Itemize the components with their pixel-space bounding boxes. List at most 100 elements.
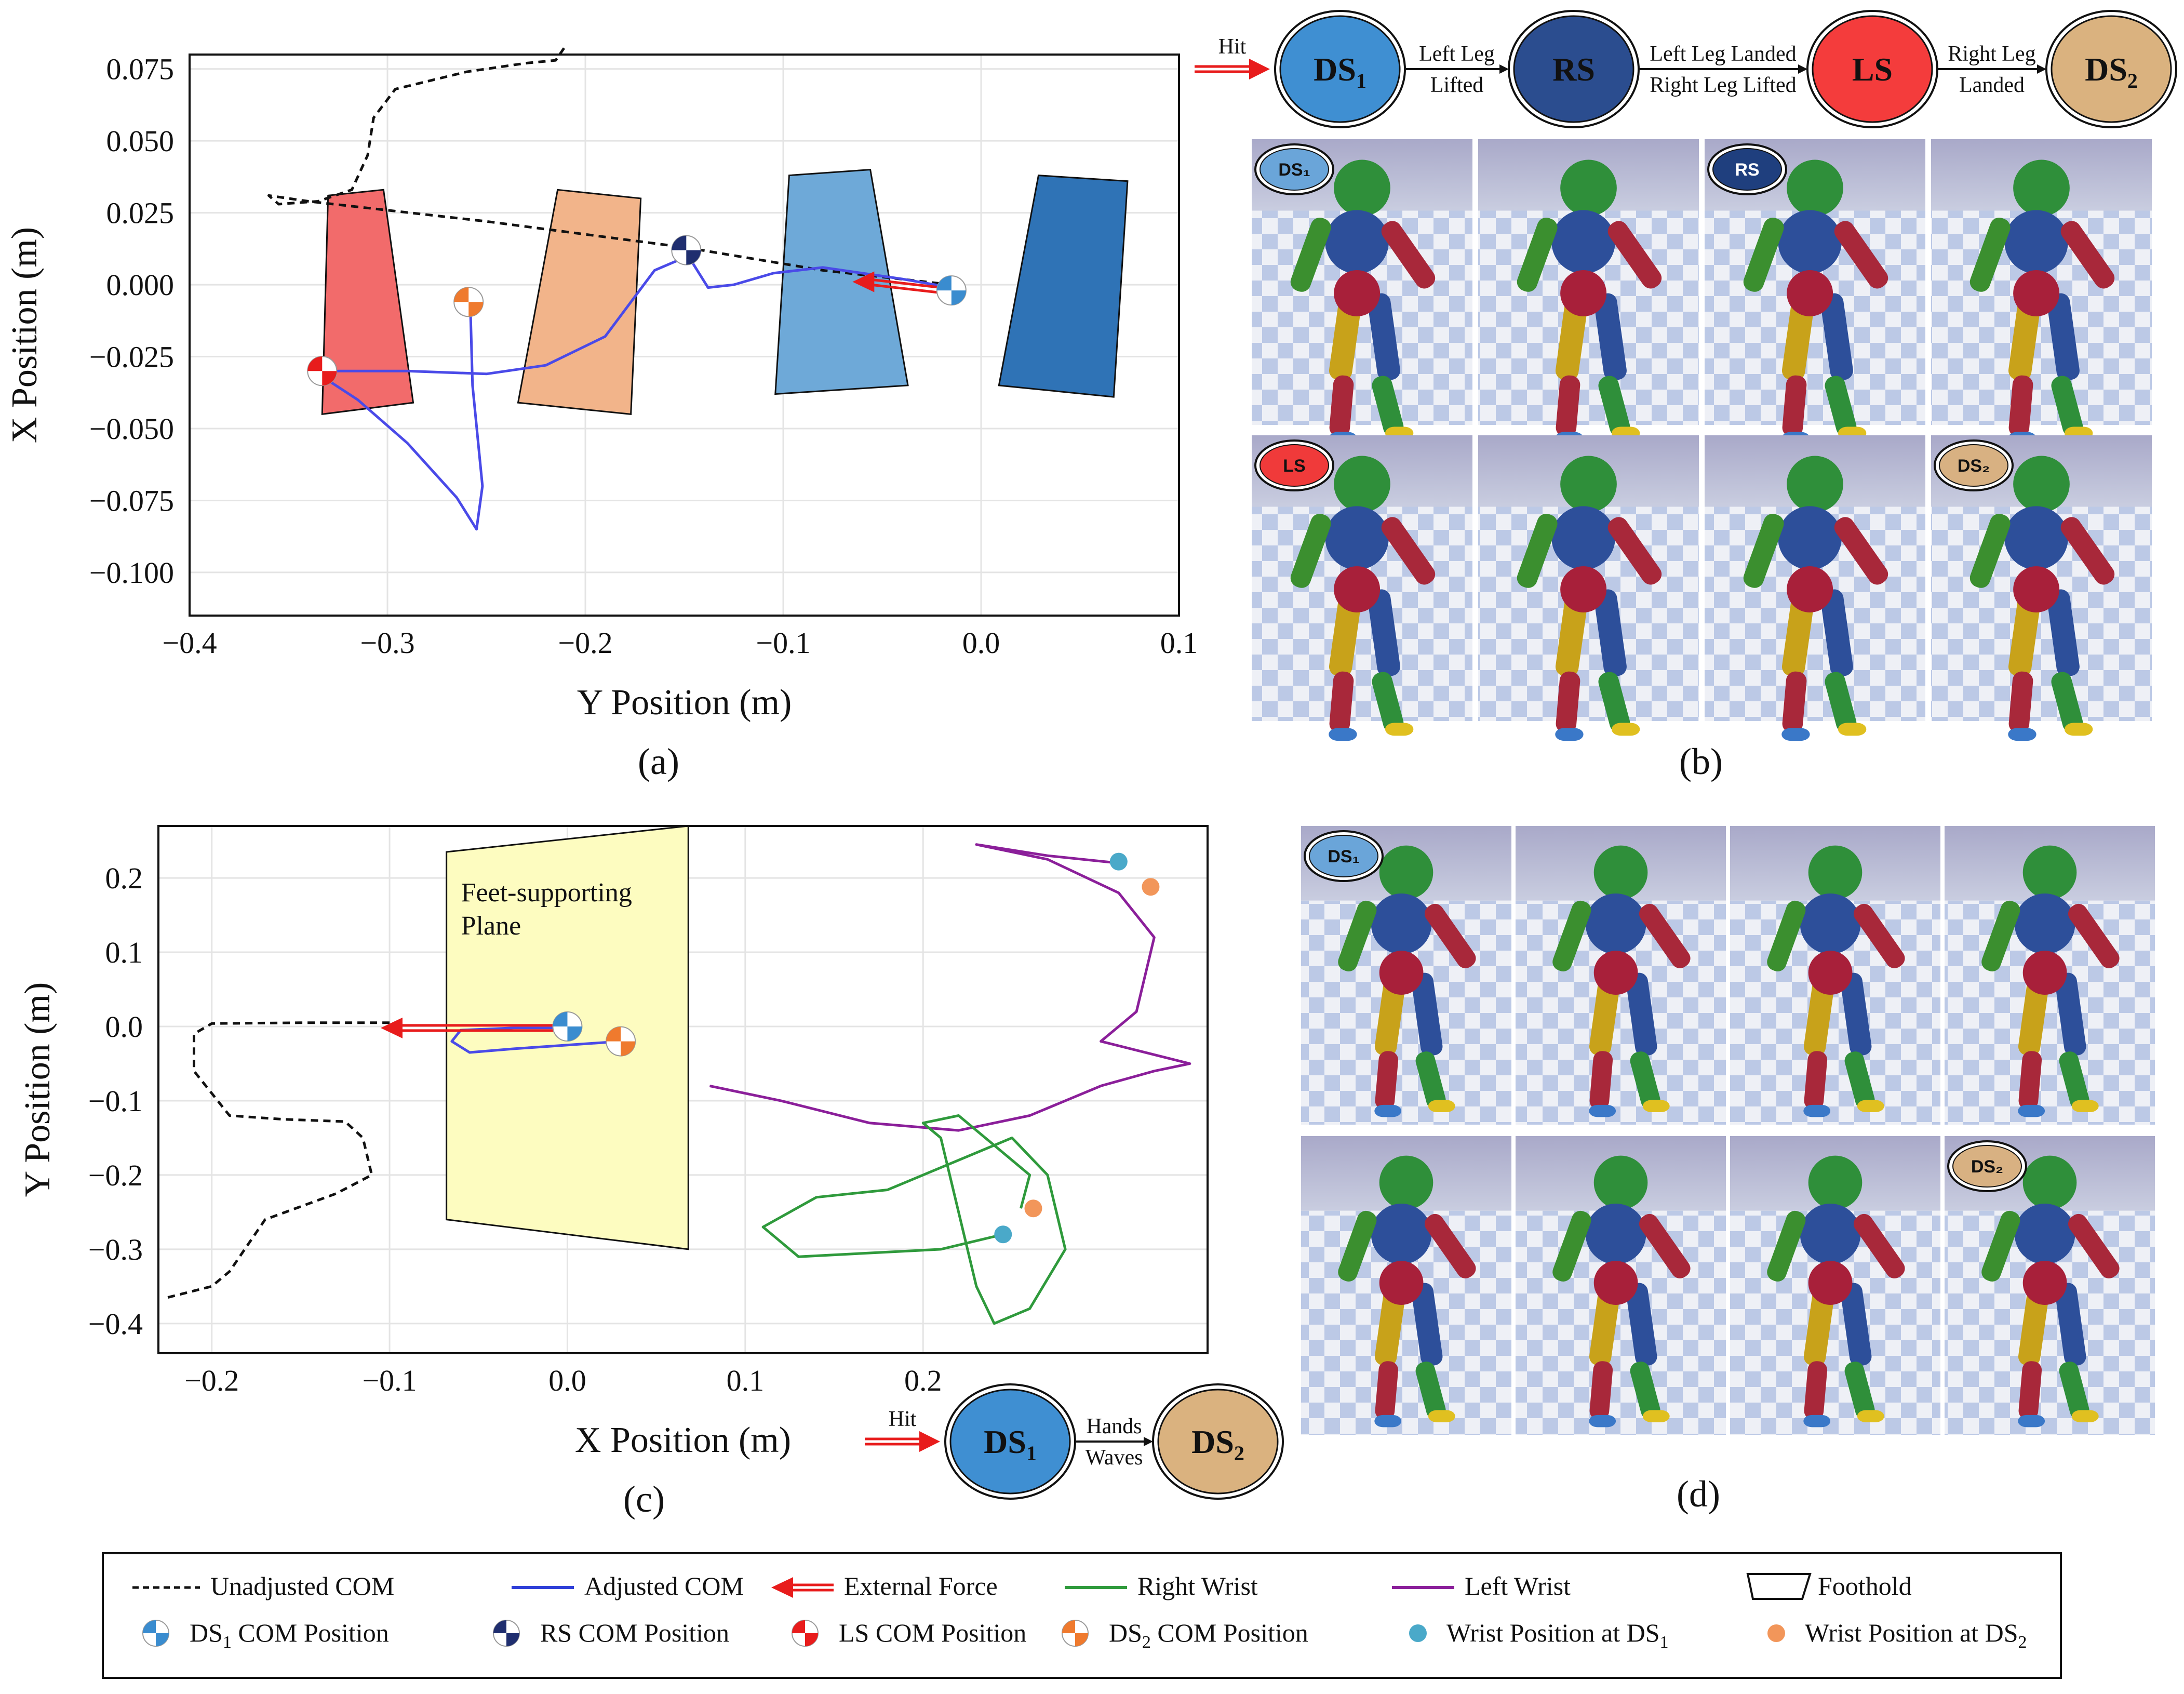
b-robot-8-joint <box>2004 506 2068 570</box>
b-robot-6-limb <box>1555 728 1584 741</box>
b-robot-1-joint <box>1325 210 1389 274</box>
b-robot-6-limb <box>1594 589 1627 677</box>
fsm-b-hit-label: Hit <box>1218 35 1247 59</box>
b-robot-7-limb <box>1834 517 1888 585</box>
d-badge <box>1952 1145 2022 1188</box>
ds1-com-position-q2 <box>936 276 952 291</box>
d-robot-8-limb <box>1981 1210 2020 1282</box>
legend-unadjusted-com: Unadjusted COM <box>210 1571 394 1600</box>
d-robot-2-limb <box>1589 1104 1616 1117</box>
fsm-b-node-4: DS2 <box>2045 10 2177 128</box>
y-tick-label: 0.1 <box>105 936 143 969</box>
d-robot-7-limb <box>1844 1362 1875 1420</box>
x-tick-label: 0.1 <box>727 1364 765 1397</box>
b-robot-8-limb <box>2008 671 2033 733</box>
fsm-b-node-4-label: DS2 <box>2085 51 2138 92</box>
b-robot-8-limb <box>2008 728 2036 741</box>
d-robot-1-limb <box>1375 1051 1399 1110</box>
d-robot-7-joint <box>1800 1203 1861 1264</box>
b-robot-1-limb <box>1372 376 1404 437</box>
d-robot-8 <box>1981 1155 2120 1428</box>
y-tick-label: −0.1 <box>88 1084 143 1118</box>
legend-row2-6: Wrist Position at DS2 <box>1805 1618 2027 1652</box>
b-robot-1-limb <box>1368 293 1400 381</box>
d-robot-6-limb <box>1626 1283 1657 1366</box>
fsm-b-edge-1-bottom: Lifted <box>1430 73 1484 97</box>
y-axis-label: X Position (m) <box>5 227 45 443</box>
fsm-b-edge-3-head <box>2037 64 2046 74</box>
b-robot-3-joint <box>1778 210 1842 274</box>
b-robot-8-limb <box>1969 513 2011 588</box>
d-robot-5-joint <box>1379 1261 1424 1305</box>
d-robot-3-limb <box>1853 903 1905 968</box>
legend-row2-1-swatch <box>142 1620 169 1647</box>
rs-com-position-q2 <box>672 235 687 250</box>
ds1-com-position-q2 <box>553 1011 568 1026</box>
y-tick-label: −0.025 <box>89 340 174 374</box>
b-robot-8-limb <box>2051 672 2083 733</box>
wrist-position-at-ds2 <box>1142 878 1160 896</box>
legend-row2-5-swatch <box>1409 1624 1427 1642</box>
b-robot-7-limb <box>1825 672 1857 733</box>
d-robot-2-limb <box>1630 1051 1660 1110</box>
d-robot-5-limb <box>1374 1415 1402 1428</box>
b-badge <box>1260 148 1329 191</box>
b-robot-1-limb <box>1329 375 1354 437</box>
plot-frame <box>189 54 1180 617</box>
d-robot-2-limb <box>1589 1051 1613 1110</box>
fsm-d-edge-top: Hands <box>1086 1415 1142 1438</box>
d-frame-6 <box>1516 1136 1726 1435</box>
legend-foothold: Foothold <box>1818 1571 1912 1600</box>
b-robot-6 <box>1517 456 1662 741</box>
b-robot-6-limb <box>1517 513 1558 588</box>
d-robot-2-limb <box>1626 972 1657 1056</box>
y-axis-label: Y Position (m) <box>18 982 58 1197</box>
d-robot-3-limb <box>1840 972 1872 1056</box>
legend-box <box>102 1552 2062 1679</box>
b-frame-8: DS₂ <box>1931 435 2152 741</box>
d-robot-1 <box>1338 845 1476 1117</box>
b-robot-7-joint <box>1778 506 1842 570</box>
d-robot-3-limb <box>1803 1104 1831 1117</box>
d-robot-6-joint <box>1593 1261 1638 1305</box>
fsm-d-edge-bottom: Waves <box>1086 1446 1143 1470</box>
b-robot-1-joint <box>1334 159 1390 217</box>
b-robot-7-limb <box>1820 589 1853 677</box>
y-tick-label: −0.100 <box>89 556 174 590</box>
d-robot-8-joint <box>2014 1203 2075 1264</box>
external-force-arrow <box>380 1017 559 1038</box>
fsm-b-edge-1-top: Left Leg <box>1419 42 1495 66</box>
d-robot-7-limb <box>1767 1210 1806 1282</box>
y-tick-label: −0.4 <box>88 1307 143 1341</box>
b-frame-1: DS₁ <box>1252 139 1472 445</box>
external-force-arrow-head <box>380 1017 403 1038</box>
fsm-b-hit-head <box>1249 59 1270 79</box>
d-robot-5-limb <box>1428 1410 1455 1422</box>
d-robot-4-limb <box>2018 1051 2042 1110</box>
x-axis-label: X Position (m) <box>575 1420 791 1460</box>
series-unadjusted-com <box>167 1021 390 1299</box>
d-robot-5 <box>1338 1155 1476 1428</box>
b-robot-3-limb <box>1743 217 1784 292</box>
d-badge-label: DS₁ <box>1328 847 1359 866</box>
fsm-b-edge-3-bottom: Landed <box>1959 73 2025 97</box>
foothold-2 <box>517 189 642 415</box>
d-frame-2 <box>1516 826 1726 1125</box>
plane-label-2: Plane <box>461 911 521 941</box>
d-robot-4-limb <box>2071 1100 2099 1112</box>
x-tick-label: 0.1 <box>1160 626 1198 660</box>
d-robot-2-joint <box>1585 893 1646 954</box>
legend-external-force: External Force <box>844 1571 998 1600</box>
external-force-arrow-shaft-a <box>868 278 944 289</box>
foothold-1 <box>321 189 414 416</box>
plane-label-1: Feet-supporting <box>461 878 632 908</box>
ds2-com-position-q2 <box>454 287 469 302</box>
d-robot-6-limb <box>1589 1361 1613 1420</box>
b-robot-4-limb <box>1969 217 2011 292</box>
x-tick-label: −0.2 <box>558 626 612 660</box>
b-robot-4-limb <box>2051 376 2083 437</box>
b-robot-3-limb <box>1825 376 1857 437</box>
b-robot-3-limb <box>1820 293 1853 381</box>
d-robot-6-joint <box>1593 1155 1648 1210</box>
